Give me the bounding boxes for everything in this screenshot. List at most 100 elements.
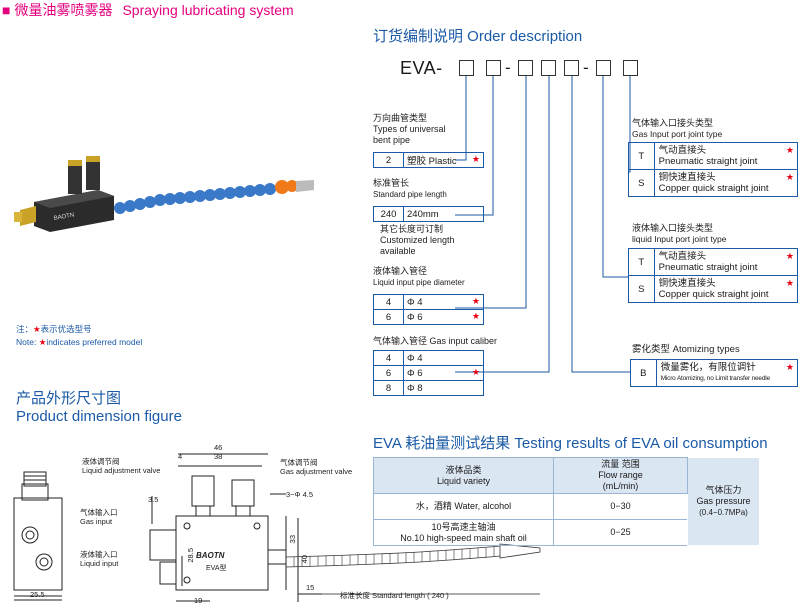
gas-joint-label: 气体输入口接头类型 Gas Input port joint type [632, 118, 722, 140]
table-row: 6 Φ 6★ [373, 365, 484, 381]
hose-type-table: 2 塑胶 Plastic★ [373, 152, 484, 168]
hose-type-label: 万向曲管类型 Types of universal bent pipe [373, 113, 446, 146]
custom-en2: available [380, 246, 416, 256]
photo-logo: BAOTN [53, 212, 74, 221]
gas-in-cn: 气体输入口 [80, 508, 118, 517]
liquid-adj-cn: 液体调节阀 [82, 457, 120, 466]
length-label: 标准管长 Standard pipe length [373, 178, 447, 200]
gas-joint-cn: 气体输入口接头类型 [632, 118, 714, 128]
col2-en1: Flow range [598, 470, 643, 480]
desc-text: 塑胶 Plastic [407, 156, 457, 167]
desc-cell: Φ 4 [403, 350, 484, 366]
dimension-heading: 产品外形尺寸图 Product dimension figure [16, 387, 182, 425]
liquid-input-label: 液体输入口 Liquid input [80, 550, 118, 568]
results-table: 液体品类 Liquid variety 流量 范围 Flow range (mL… [373, 457, 760, 546]
star-icon: ★ [471, 367, 480, 377]
code-box [623, 60, 638, 76]
desc-text: Φ 8 [407, 382, 423, 394]
table-row: S 铜快速直接头 Copper quick straight joint ★ [628, 169, 798, 197]
code-box [596, 60, 611, 76]
desc-text: Φ 6 [407, 311, 423, 323]
col3-cn: 气体压力 [705, 485, 742, 495]
liquid-adj-en: Liquid adjustment valve [82, 466, 161, 475]
dimension-heading-cn: 产品外形尺寸图 [16, 390, 122, 407]
liquid-joint-en: liquid Input port joint type [632, 234, 727, 244]
star-icon: ★ [785, 278, 794, 288]
code-cell: 6 [373, 309, 404, 325]
liquid-dia-cn: 液体输入管径 [373, 266, 428, 276]
col2-en2: (mL/min) [602, 481, 639, 491]
col-flow-header: 流量 范围 Flow range (mL/min) [553, 457, 688, 494]
gas-caliber-label: 气体输入管径 Gas input caliber [373, 336, 498, 346]
col2-cn: 流量 范围 [601, 459, 640, 469]
atomizing-table: B 微量雾化，有限位调针 Micro Atomizing, no Limit t… [630, 359, 798, 387]
length-table: 240 240mm [373, 206, 484, 222]
custom-cn: 其它长度可订制 [380, 224, 444, 234]
note-line2-pre: Note: [16, 337, 39, 347]
dim-19: 19 [194, 596, 203, 605]
liquid-in-cn: 液体输入口 [80, 550, 118, 559]
gas-joint-en: Gas Input port joint type [632, 129, 723, 139]
code-cell: B [630, 359, 657, 387]
star-icon: ★ [785, 172, 794, 182]
body-brand: BAOTN [196, 551, 225, 560]
code-cell: 8 [373, 380, 404, 396]
star-icon: ★ [785, 145, 794, 155]
desc-en: Pneumatic straight joint [658, 156, 758, 167]
desc-cell: 气动直接头 Pneumatic straight joint ★ [653, 248, 798, 276]
desc-cell: 微量雾化，有限位调针 Micro Atomizing, no Limit tra… [655, 359, 798, 387]
code-box [564, 60, 579, 76]
product-photo: BAOTN [14, 156, 314, 232]
code-box [518, 60, 533, 76]
gas-joint-table: T 气动直接头 Pneumatic straight joint ★ S 铜快速… [628, 142, 798, 197]
star-icon: ★ [471, 296, 480, 306]
code-dash: - [505, 58, 511, 77]
liquid-dia-label: 液体输入管径 Liquid input pipe diameter [373, 266, 465, 288]
dim-4: 4 [178, 452, 183, 461]
std-length-label: 标准长度 Standard length ( 240 ) [340, 591, 449, 600]
order-heading: 订货编制说明 Order description [373, 28, 583, 45]
table-row: T 气动直接头 Pneumatic straight joint ★ [628, 142, 798, 170]
desc-text: Φ 4 [407, 352, 423, 364]
table-row: 4 Φ 4 [373, 350, 484, 366]
hose-type-cn: 万向曲管类型 [373, 113, 428, 123]
desc-cell: 气动直接头 Pneumatic straight joint ★ [653, 142, 798, 170]
dim-38: 38 [214, 452, 223, 461]
liquid-in-en: Liquid input [80, 559, 119, 568]
note-line2-post: indicates preferred model [46, 337, 143, 347]
col1-cn: 液体品类 [445, 464, 482, 475]
code-box [459, 60, 474, 76]
dim-28-5: 28.5 [186, 548, 195, 563]
dim-46: 46 [214, 443, 223, 452]
desc-cell: Φ 6★ [403, 365, 484, 381]
gas-adj-en: Gas adjustment valve [280, 467, 353, 476]
star-icon: ★ [785, 362, 794, 372]
liquid-joint-cn: 液体输入口接头类型 [632, 223, 714, 233]
table-row: 8 Φ 8 [373, 380, 484, 396]
variety-cell: 10号高速主轴油 No.10 high-speed main shaft oil [373, 519, 554, 546]
code-cell: 240 [373, 206, 404, 222]
variety-text: 水，酒精 Water, alcohol [415, 501, 512, 511]
flow-cell: 0−30 [553, 493, 688, 520]
dim-40: 40 [300, 555, 309, 564]
code-cell: 4 [373, 350, 404, 366]
variety-text-en: No.10 high-speed main shaft oil [400, 532, 527, 543]
desc-cell: 塑胶 Plastic★ [403, 152, 484, 168]
gas-in-en: Gas input [80, 517, 113, 526]
table-row: 4 Φ 4★ [373, 294, 484, 310]
liquid-dia-en: Liquid input pipe diameter [373, 278, 465, 287]
col3-val: (0.4−0.7MPa) [699, 508, 748, 517]
custom-length-note: 其它长度可订制 Customized length available [380, 224, 455, 257]
liquid-joint-table: T 气动直接头 Pneumatic straight joint ★ S 铜快速… [628, 248, 798, 303]
dim-3-5: 3.5 [148, 495, 159, 504]
gas-adj-cn: 气体调节阀 [280, 458, 318, 467]
table-row: T 气动直接头 Pneumatic straight joint ★ [628, 248, 798, 276]
code-cell: 2 [373, 152, 404, 168]
liquid-joint-label: 液体输入口接头类型 liquid Input port joint type [632, 223, 727, 245]
preferred-note: 注：★表示优选型号 Note: ★indicates preferred mod… [16, 323, 142, 349]
col-pressure: 气体压力 Gas pressure (0.4−0.7MPa) [687, 457, 760, 546]
code-cell: T [628, 142, 655, 170]
title-en: Spraying lubricating system [122, 2, 294, 18]
dim-33: 33 [288, 535, 297, 544]
